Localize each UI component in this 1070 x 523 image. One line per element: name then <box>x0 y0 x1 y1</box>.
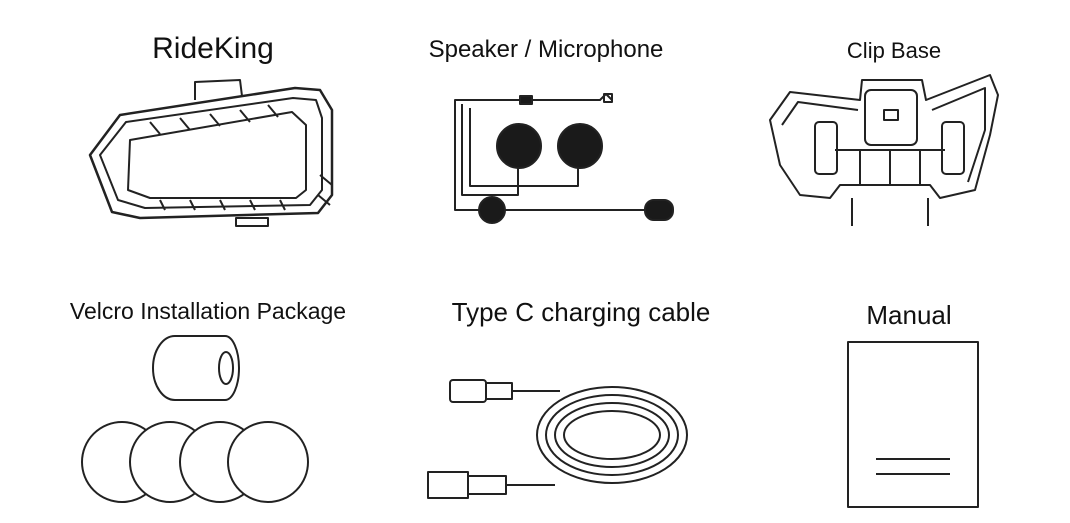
item-label-velcro-package: Velcro Installation Package <box>69 298 347 324</box>
item-label-type-c-cable: Type C charging cable <box>451 297 711 327</box>
item-label-manual: Manual <box>866 300 952 330</box>
intercom-device-icon <box>88 79 334 227</box>
velcro-pads-icon <box>81 335 309 503</box>
item-label-speaker-microphone: Speaker / Microphone <box>428 36 664 63</box>
speaker-microphone-icon <box>454 93 674 224</box>
item-label-clip-base: Clip Base <box>846 38 942 63</box>
item-label-rideking: RideKing <box>152 32 274 65</box>
usb-c-cable-icon <box>427 379 688 499</box>
clip-base-icon <box>769 74 999 226</box>
manual-icon <box>847 341 979 508</box>
